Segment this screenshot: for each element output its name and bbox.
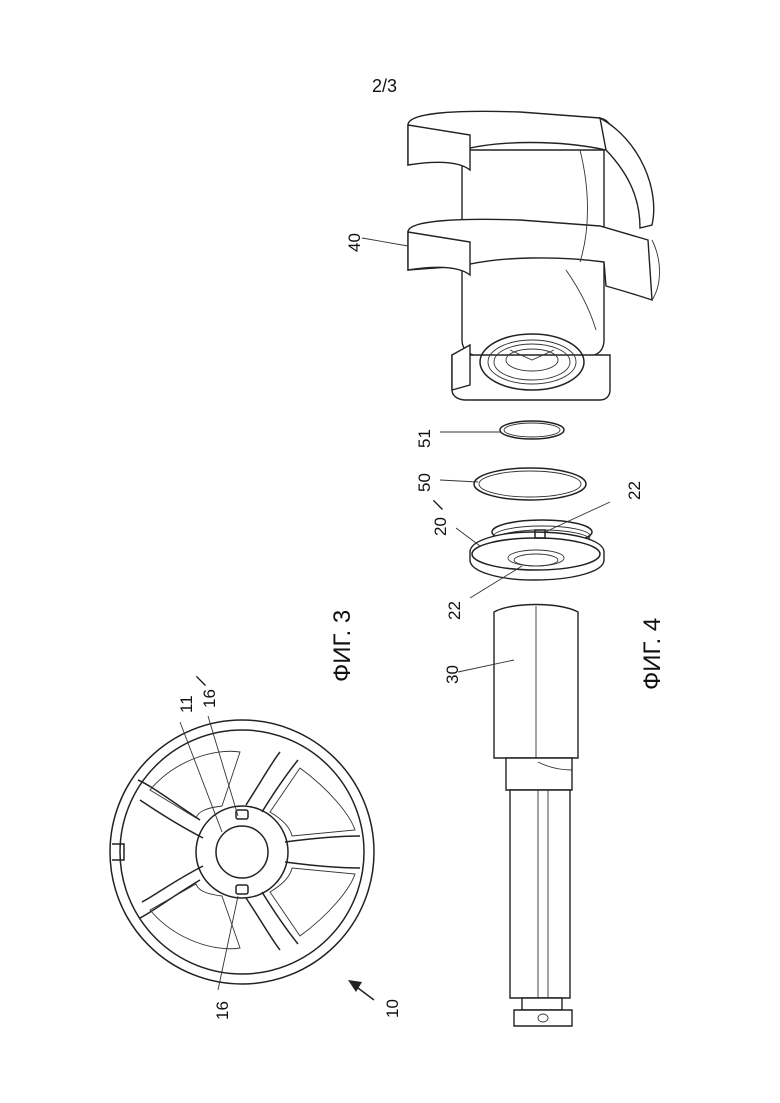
leader-22-right — [545, 502, 610, 532]
leader-50 — [440, 480, 478, 482]
leader-11 — [180, 722, 222, 832]
hub-notch-bottom — [236, 885, 248, 894]
figure-4: 40 51 50 20 / 22 — [345, 111, 666, 1026]
auger-40 — [408, 111, 660, 400]
o-ring-51 — [500, 421, 564, 439]
page-number: 2/3 — [372, 76, 397, 96]
label-22-left: 22 — [445, 601, 464, 620]
disk-outer-ring — [110, 720, 374, 984]
disk-spokes — [138, 751, 360, 950]
label-16-prime: 16 — [200, 689, 219, 708]
leader-16 — [218, 896, 238, 990]
label-20-prime-mark: / — [429, 498, 448, 512]
label-10: 10 — [383, 999, 402, 1018]
shaft-30 — [494, 605, 578, 1027]
label-40: 40 — [345, 233, 364, 252]
figure-4-caption: ФИГ. 4 — [639, 618, 666, 690]
disk-hub — [196, 806, 288, 898]
label-22-right: 22 — [625, 481, 644, 500]
label-50: 50 — [415, 473, 434, 492]
leader-20-prime — [456, 528, 480, 546]
label-11: 11 — [177, 695, 196, 713]
arrow-10 — [348, 980, 374, 1000]
label-51: 51 — [415, 429, 434, 448]
leader-40 — [362, 238, 408, 246]
label-16-prime-mark: / — [192, 674, 211, 688]
figure-3: 11 16 / 16 10 ФИГ. 3 — [110, 610, 402, 1020]
bushing-20-prime — [470, 520, 604, 580]
label-16: 16 — [213, 1001, 232, 1020]
label-30: 30 — [443, 665, 462, 684]
figure-3-caption: ФИГ. 3 — [329, 610, 356, 682]
label-20-prime: 20 — [431, 517, 450, 536]
o-ring-50 — [474, 468, 586, 500]
